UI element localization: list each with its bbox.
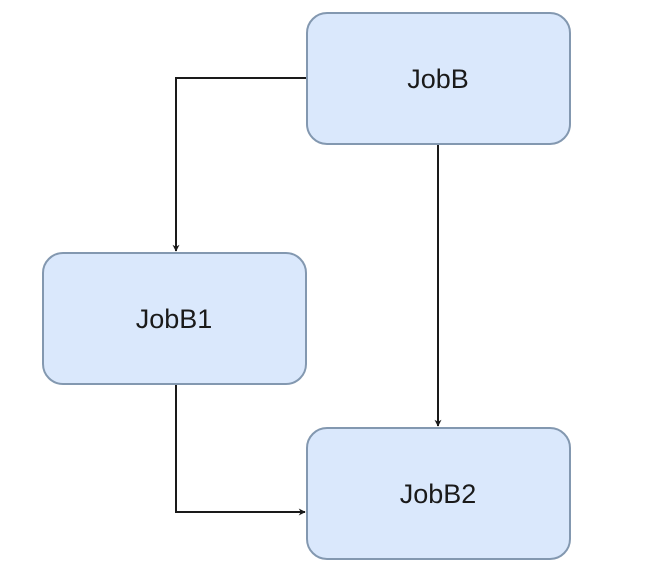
- edge-jobb-to-jobb1: [172, 77, 307, 252]
- node-label: JobB: [407, 64, 469, 94]
- edge-jobb1-to-jobb2: [175, 384, 306, 516]
- node-jobb[interactable]: JobB: [306, 12, 571, 145]
- node-label: JobB1: [136, 304, 213, 334]
- node-jobb1[interactable]: JobB1: [42, 252, 307, 385]
- node-label: JobB2: [400, 479, 477, 509]
- node-jobb2[interactable]: JobB2: [306, 427, 571, 560]
